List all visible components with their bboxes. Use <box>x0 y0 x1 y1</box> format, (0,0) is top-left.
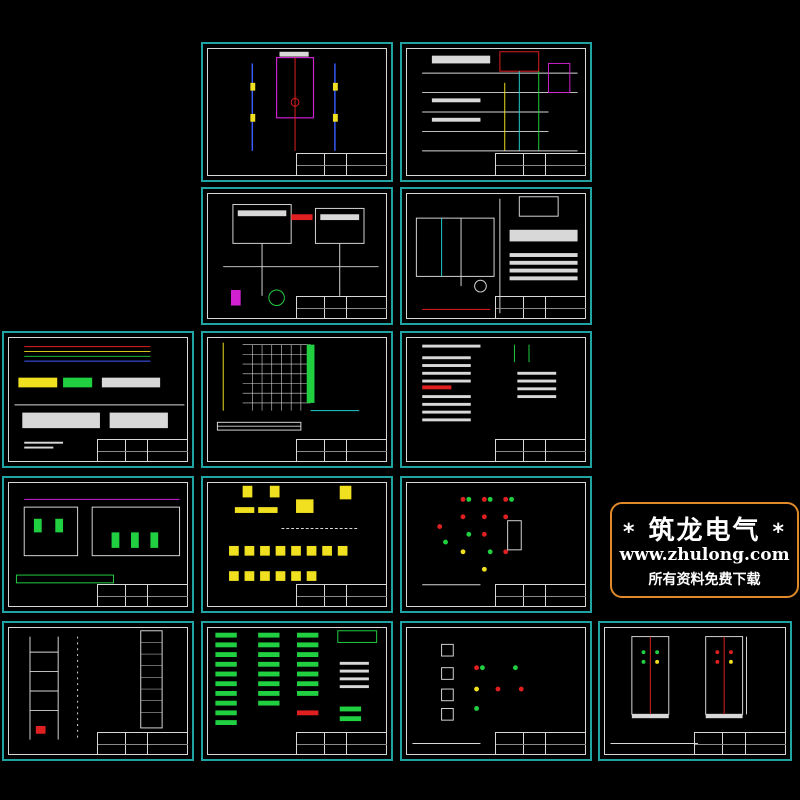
relay-ladder-diagram <box>29 630 163 740</box>
banner-subtitle: 所有资料免费下载 <box>648 572 761 588</box>
zhulong-watermark-banner: * 筑龙电气 * www.zhulong.com 所有资料免费下载 <box>610 502 799 598</box>
terminal-table-diagram <box>215 630 378 725</box>
title-block <box>295 584 387 607</box>
sheet-frame <box>8 482 188 607</box>
sheet-frame <box>406 193 586 319</box>
title-block <box>96 732 188 755</box>
single-line-diagram <box>250 51 338 151</box>
star-left: * <box>622 520 638 545</box>
drawing-sheet-14[interactable] <box>598 621 792 761</box>
banner-title: 筑龙电气 <box>648 516 761 546</box>
title-block <box>96 439 188 462</box>
grid-matrix-diagram <box>216 342 360 431</box>
title-block <box>494 732 586 755</box>
parts-list-diagram <box>422 344 557 422</box>
title-block <box>295 732 387 755</box>
terminal-blocks-diagram <box>229 485 360 581</box>
sheet-frame <box>207 482 387 607</box>
cabinet-elevation-diagram <box>610 636 747 744</box>
bus-wiring-diagram <box>14 346 185 449</box>
drawing-sheet-9[interactable] <box>201 476 393 613</box>
title-block <box>693 732 786 755</box>
sheet-frame <box>207 48 387 176</box>
sheet-frame <box>406 627 586 755</box>
banner-url: www.zhulong.com <box>619 545 790 565</box>
title-block <box>494 439 586 462</box>
title-block <box>295 296 387 319</box>
drawing-sheet-12[interactable] <box>201 621 393 761</box>
drawing-sheet-3[interactable] <box>201 187 393 325</box>
title-block <box>295 439 387 462</box>
control-circuit-diagram <box>422 51 578 152</box>
title-block <box>494 584 586 607</box>
star-right: * <box>771 520 787 545</box>
sheet-frame <box>406 482 586 607</box>
sheet-frame <box>406 337 586 462</box>
sheet-frame <box>604 627 786 755</box>
drawing-sheet-8[interactable] <box>2 476 194 613</box>
drawing-sheet-5[interactable] <box>2 331 194 468</box>
terminal-wiring-diagram <box>223 204 379 307</box>
panel-indicators-diagram <box>422 496 522 586</box>
sheet-frame <box>8 337 188 462</box>
title-block <box>494 153 586 176</box>
sheet-frame <box>207 337 387 462</box>
schematic-with-tables <box>415 196 578 314</box>
sheet-frame <box>207 193 387 319</box>
indicator-layout-diagram <box>412 643 524 744</box>
drawing-sheet-10[interactable] <box>400 476 592 613</box>
banner-title-row: * 筑龙电气 * <box>612 510 797 547</box>
drawing-sheet-11[interactable] <box>2 621 194 761</box>
sheet-frame <box>8 627 188 755</box>
sheet-frame <box>207 627 387 755</box>
title-block <box>295 153 387 176</box>
drawing-sheet-4[interactable] <box>400 187 592 325</box>
drawing-sheet-7[interactable] <box>400 331 592 468</box>
motor-circuit-diagram <box>15 498 181 584</box>
sheet-frame <box>406 48 586 176</box>
title-block <box>494 296 586 319</box>
title-block <box>96 584 188 607</box>
drawing-sheet-13[interactable] <box>400 621 592 761</box>
drawing-sheet-6[interactable] <box>201 331 393 468</box>
drawing-sheet-2[interactable] <box>400 42 592 182</box>
drawing-sheet-1[interactable] <box>201 42 393 182</box>
